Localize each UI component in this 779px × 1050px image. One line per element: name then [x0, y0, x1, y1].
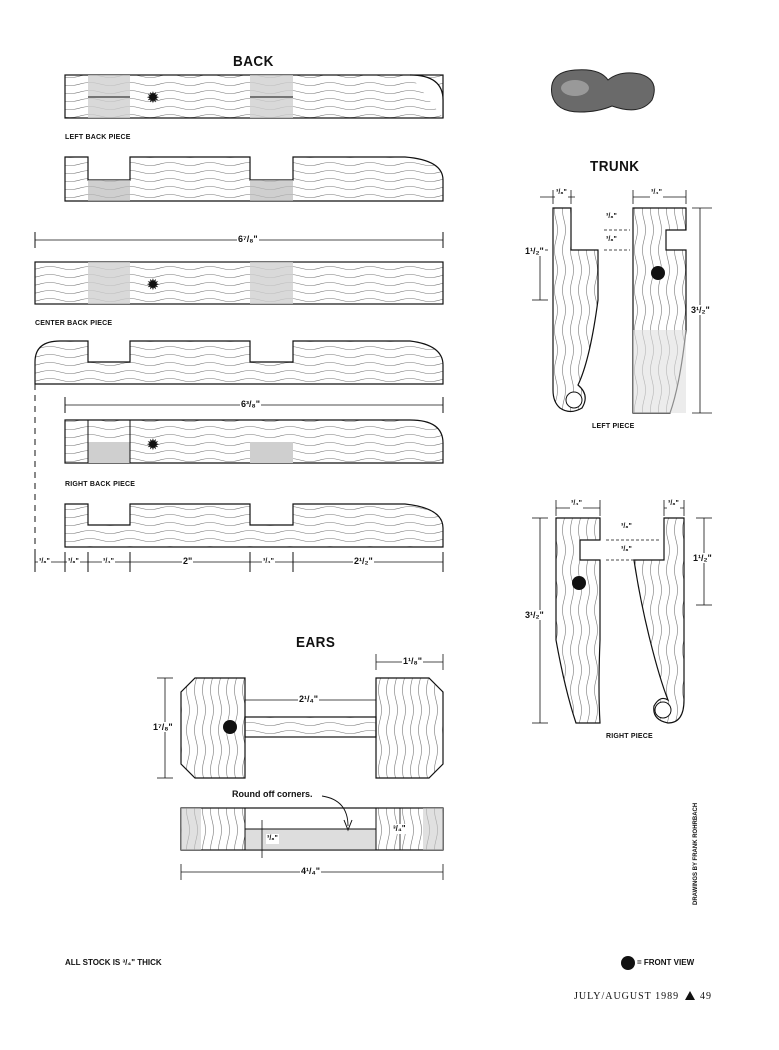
- dim-right-length: 6³/₈": [240, 399, 261, 409]
- legend-dot: [621, 956, 635, 970]
- dim-bottom-2: ³/₄": [102, 557, 115, 567]
- dim-ears-span: 2¹/₄": [298, 694, 320, 704]
- dim-trunk-right-top-a: ³/₄": [570, 499, 583, 509]
- dim-ears-total: 4¹/₄": [300, 866, 322, 876]
- dim-ears-thickness: ³/₄": [392, 824, 407, 834]
- dim-trunk-left-height: 1¹/₂": [524, 246, 545, 256]
- caption-left-piece: LEFT PIECE: [592, 423, 635, 430]
- footer-page: 49: [700, 991, 712, 1002]
- dim-bottom-0: ³/₈": [38, 557, 51, 567]
- note-round-off: Round off corners.: [232, 789, 313, 799]
- dim-trunk-left-front-top: ³/₄": [650, 188, 663, 198]
- dim-trunk-left-top: ³/₈": [555, 188, 568, 198]
- center-back-top: [34, 340, 444, 385]
- caption-left-back: LEFT BACK PIECE: [65, 134, 131, 141]
- trunk-right-side: [633, 517, 685, 724]
- dim-trunk-right-top-b: ³/₈": [667, 499, 680, 509]
- dim-ears-width-top: 1¹/₈": [402, 656, 423, 666]
- dim-bottom-3: 2": [182, 556, 194, 566]
- dim-trunk-total-height: 3¹/₂": [690, 305, 711, 315]
- footer-issue: JULY/AUGUST 1989: [574, 991, 680, 1002]
- front-view-dot: [651, 266, 665, 280]
- dim-bottom-5: 2¹/₂": [353, 556, 374, 566]
- dim-trunk-right-total: 3¹/₂": [524, 610, 545, 620]
- heading-ears: EARS: [296, 634, 336, 651]
- dim-trunk-right-height: 1¹/₂": [692, 553, 713, 563]
- dim-trunk-notch-b: ³/₈": [605, 235, 618, 245]
- left-back-front: [64, 74, 444, 119]
- dim-bottom-4: ³/₄": [262, 557, 275, 567]
- center-back-front: [34, 261, 444, 305]
- star-mark: ✹: [146, 90, 159, 107]
- dim-bottom-1: ³/₈": [67, 557, 80, 567]
- heading-trunk: TRUNK: [590, 158, 640, 175]
- caption-right-piece: RIGHT PIECE: [606, 733, 653, 740]
- svg-text:✹: ✹: [146, 437, 159, 454]
- right-back-front: [64, 419, 444, 464]
- trunk-left-front: [632, 207, 687, 414]
- right-back-top: [64, 503, 444, 548]
- ears-front: [180, 677, 444, 779]
- dim-center-length: 6⁷/₈": [237, 234, 259, 244]
- trunk-right-front: [555, 517, 601, 724]
- dim-trunk-notch-a: ³/₈": [605, 212, 618, 222]
- dim-trunk-right-notch-a: ³/₈": [620, 522, 633, 532]
- heading-back: BACK: [233, 53, 274, 70]
- dim-trunk-right-notch-b: ³/₈": [620, 545, 633, 555]
- footer-triangle: [685, 991, 695, 1000]
- svg-text:✹: ✹: [146, 277, 159, 294]
- note-stock: ALL STOCK IS ³/₄" THICK: [65, 958, 162, 967]
- trunk-left-side: [552, 207, 599, 413]
- caption-center-back: CENTER BACK PIECE: [35, 320, 113, 327]
- dim-ears-height: 1⁷/₈": [152, 722, 174, 732]
- legend-label: = FRONT VIEW: [637, 958, 695, 967]
- caption-right-back: RIGHT BACK PIECE: [65, 481, 136, 488]
- dim-ears-bar: ³/₈": [266, 834, 279, 844]
- credit-text: DRAWINGS BY FRANK ROHRBACH: [693, 802, 699, 905]
- peanut-illustration: [550, 69, 655, 113]
- left-back-top: [64, 156, 444, 202]
